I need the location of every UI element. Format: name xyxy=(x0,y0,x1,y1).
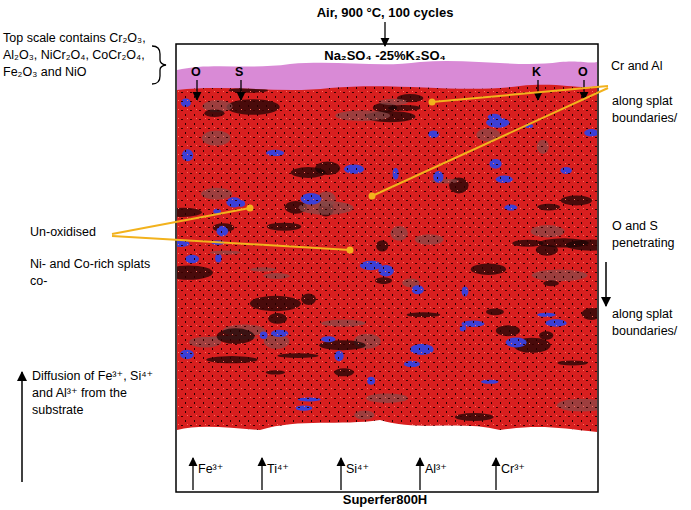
penetration-note: O and S penetrating xyxy=(612,218,688,252)
element-label: O xyxy=(578,64,592,81)
brace xyxy=(152,46,166,84)
element-label: K xyxy=(532,64,546,81)
coating-layer xyxy=(164,80,616,440)
ion-label: Al³⁺ xyxy=(425,461,465,478)
ion-label: Ti⁴⁺ xyxy=(267,461,307,478)
diffusion-note: Diffusion of Fe³⁺, Si⁴⁺ and Al³⁺ from th… xyxy=(32,368,157,419)
ion-label: Cr³⁺ xyxy=(501,461,541,478)
boundary-note: along splat boundaries/ xyxy=(612,306,688,340)
leader-lines xyxy=(112,86,608,253)
splat-note: Ni- and Co-rich splats co- xyxy=(30,256,165,290)
condition-label: Air, 900 °C, 100 cycles xyxy=(280,4,490,22)
substrate-label: Superfer800H xyxy=(285,491,485,509)
scale-note: Top scale contains Cr₂O₃, Al₂O₃, NiCr₂O₄… xyxy=(3,30,151,81)
boundary-note: along splat boundaries/ xyxy=(612,93,688,127)
callout-label: Cr and Al xyxy=(611,58,689,75)
salt-label: Na₂SO₄ -25%K₂SO₄ xyxy=(250,47,520,65)
element-label: S xyxy=(235,64,249,81)
ion-label: Fe³⁺ xyxy=(198,461,238,478)
callout-label: Un-oxidised xyxy=(30,224,115,241)
section-frame xyxy=(176,44,598,492)
element-label: O xyxy=(191,64,205,81)
ion-label: Si⁴⁺ xyxy=(346,461,386,478)
